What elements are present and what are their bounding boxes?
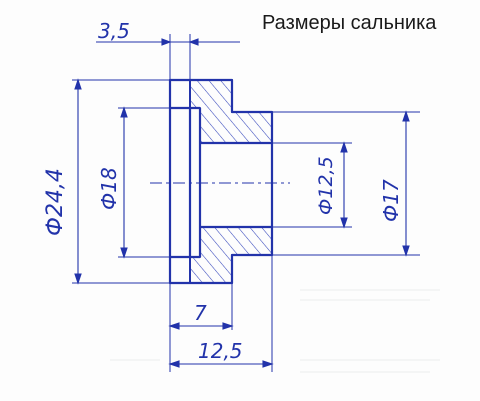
dim-bore-large: Ф18	[97, 167, 121, 210]
dimension-lines	[74, 38, 410, 368]
dim-flange-to-step: 7	[194, 301, 207, 325]
dim-flange-thickness: 3,5	[98, 19, 130, 43]
part-section	[169, 79, 273, 284]
dim-outer-diameter: Ф24,4	[43, 168, 68, 236]
extension-lines	[72, 34, 420, 372]
background-texture	[110, 289, 440, 373]
dim-overall-length: 12,5	[198, 339, 243, 363]
dim-hub-diameter: Ф17	[379, 179, 403, 222]
dim-bore-small: Ф12,5	[315, 156, 337, 215]
drawing-title: Размеры сальника	[262, 12, 437, 34]
